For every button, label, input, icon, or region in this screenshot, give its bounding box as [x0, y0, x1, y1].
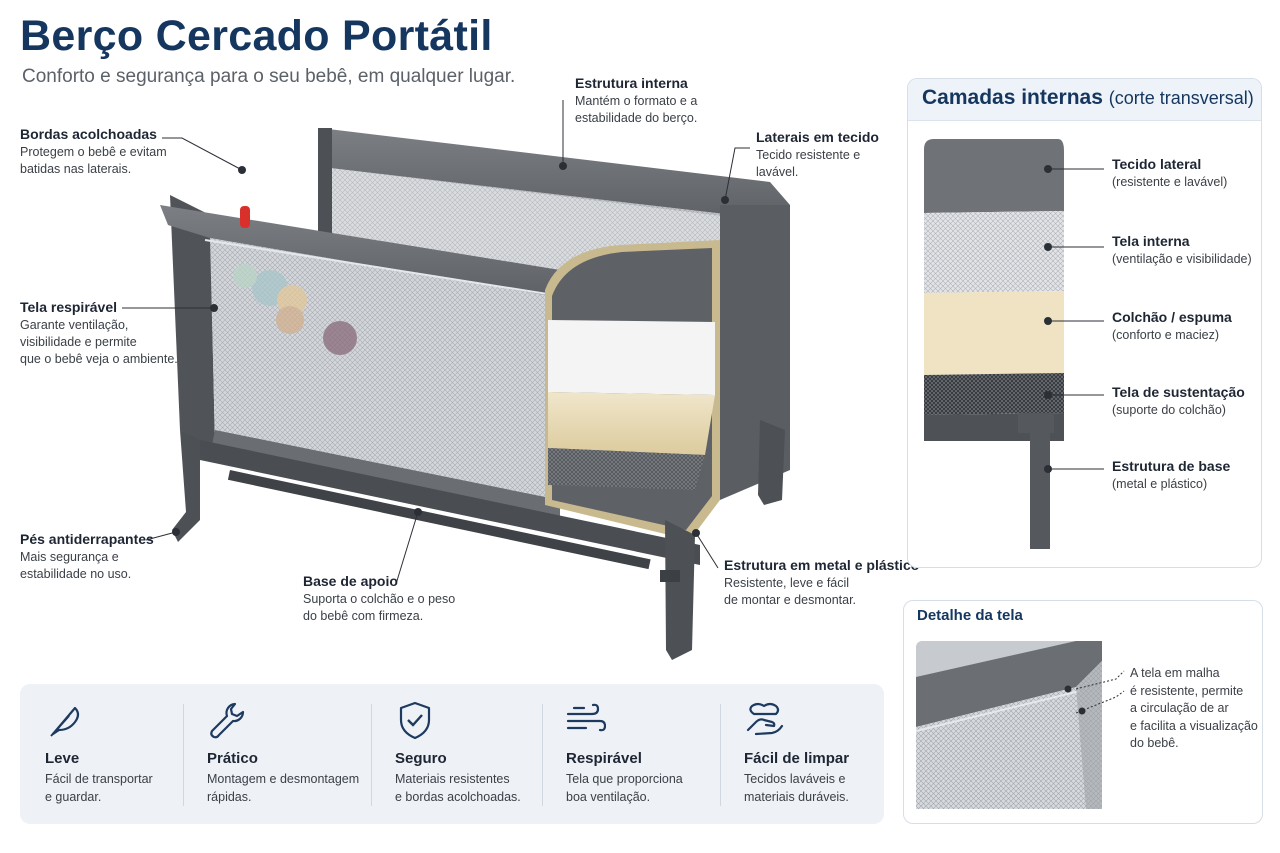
callout-title: Tela respirável — [20, 299, 118, 315]
callout-desc: Resistente, leve e fácil de montar e des… — [724, 576, 857, 607]
feature-title: Seguro — [395, 750, 447, 767]
feature-desc: Tecidos laváveis e materiais duráveis. — [744, 772, 849, 804]
layer-label-colchao-espuma: Colchão / espuma (conforto e maciez) — [1112, 308, 1232, 344]
layers-panel-header: Camadas internas (corte transversal) — [908, 79, 1261, 121]
feature-desc: Materiais resistentes e bordas acolchoad… — [395, 772, 521, 804]
callout-title: Pés antiderrapantes — [20, 531, 154, 547]
callout-desc: Garante ventilação, visibilidade e permi… — [20, 318, 178, 366]
mesh-detail-illustration — [916, 641, 1102, 809]
feature-desc: Tela que proporciona boa ventilação. — [566, 772, 683, 804]
layer-title: Colchão / espuma — [1112, 309, 1232, 325]
layer-label-estrutura-base: Estrutura de base (metal e plástico) — [1112, 457, 1230, 493]
feature-divider — [371, 704, 372, 806]
cross-section-illustration — [924, 139, 1104, 549]
feature-divider — [720, 704, 721, 806]
wind-icon — [566, 703, 606, 732]
layer-title: Tela interna — [1112, 233, 1190, 249]
layer-label-tela-sustentacao: Tela de sustentação (suporte do colchão) — [1112, 383, 1245, 419]
feature-divider — [542, 704, 543, 806]
feature-desc: Montagem e desmontagem rápidas. — [207, 772, 360, 804]
callout-base-de-apoio: Base de apoio Suporta o colchão e o peso… — [303, 572, 455, 625]
layer-label-tecido-lateral: Tecido lateral (resistente e lavável) — [1112, 155, 1227, 191]
feature-title: Fácil de limpar — [744, 750, 850, 767]
callout-bordas-acolchoadas: Bordas acolchoadas Protegem o bebê e evi… — [20, 125, 167, 178]
callout-desc: Mais segurança e estabilidade no uso. — [20, 550, 132, 581]
layer-label-tela-interna: Tela interna (ventilação e visibilidade) — [1112, 232, 1252, 268]
callout-title: Bordas acolchoadas — [20, 126, 157, 142]
layer-title: Tecido lateral — [1112, 156, 1202, 172]
callout-title: Laterais em tecido — [756, 129, 879, 145]
layer-desc: (suporte do colchão) — [1112, 403, 1226, 417]
layers-panel-title: Camadas internas — [922, 86, 1103, 109]
callout-estrutura-interna: Estrutura interna Mantém o formato e a e… — [575, 74, 697, 127]
feature-title: Leve — [45, 750, 80, 767]
callout-title: Base de apoio — [303, 573, 398, 589]
callout-laterais-em-tecido: Laterais em tecido Tecido resistente e l… — [756, 128, 879, 181]
feature-title: Prático — [207, 750, 258, 767]
callout-title: Estrutura em metal e plástico — [724, 557, 920, 573]
callout-desc: Suporta o colchão e o peso do bebê com f… — [303, 592, 456, 623]
feature-desc: Fácil de transportar e guardar. — [45, 772, 153, 804]
layer-desc: (conforto e maciez) — [1112, 328, 1219, 342]
feature-title: Respirável — [566, 750, 642, 767]
layers-panel-title-note: (corte transversal) — [1108, 88, 1254, 108]
hand-cleaning-icon — [746, 702, 784, 736]
mesh-description: A tela em malha é resistente, permite a … — [1130, 666, 1258, 750]
mesh-panel-title: Detalhe da tela — [917, 607, 1023, 624]
page-title: Berço Cercado Portátil — [20, 12, 493, 60]
callout-desc: Mantém o formato e a estabilidade do ber… — [575, 94, 698, 125]
shield-check-icon — [399, 701, 431, 740]
wrench-icon — [210, 702, 245, 739]
callout-desc: Protegem o bebê e evitam batidas nas lat… — [20, 145, 167, 176]
crib-illustration — [122, 100, 790, 660]
layer-desc: (resistente e lavável) — [1112, 175, 1228, 189]
callout-title: Estrutura interna — [575, 75, 688, 91]
layer-desc: (ventilação e visibilidade) — [1112, 252, 1252, 266]
layers-panel: Camadas internas (corte transversal) — [907, 78, 1262, 568]
callout-tela-respiravel: Tela respirável Garante ventilação, visi… — [20, 298, 178, 368]
mesh-detail-panel: Detalhe da tela A tela em malha é resist… — [903, 600, 1263, 824]
feather-icon — [50, 706, 80, 737]
features-bar: Leve Fácil de transportar e guardar. Prá… — [20, 684, 884, 824]
mesh-leader-lines — [1076, 670, 1125, 714]
layer-desc: (metal e plástico) — [1112, 477, 1208, 491]
callout-pes-antiderrapantes: Pés antiderrapantes Mais segurança e est… — [20, 530, 154, 583]
callout-desc: Tecido resistente e lavável. — [756, 148, 861, 179]
page-subtitle: Conforto e segurança para o seu bebê, em… — [22, 66, 516, 87]
callout-estrutura-metal-plastico: Estrutura em metal e plástico Resistente… — [724, 556, 919, 609]
layer-title: Estrutura de base — [1112, 458, 1231, 474]
feature-divider — [183, 704, 184, 806]
layer-title: Tela de sustentação — [1112, 384, 1245, 400]
